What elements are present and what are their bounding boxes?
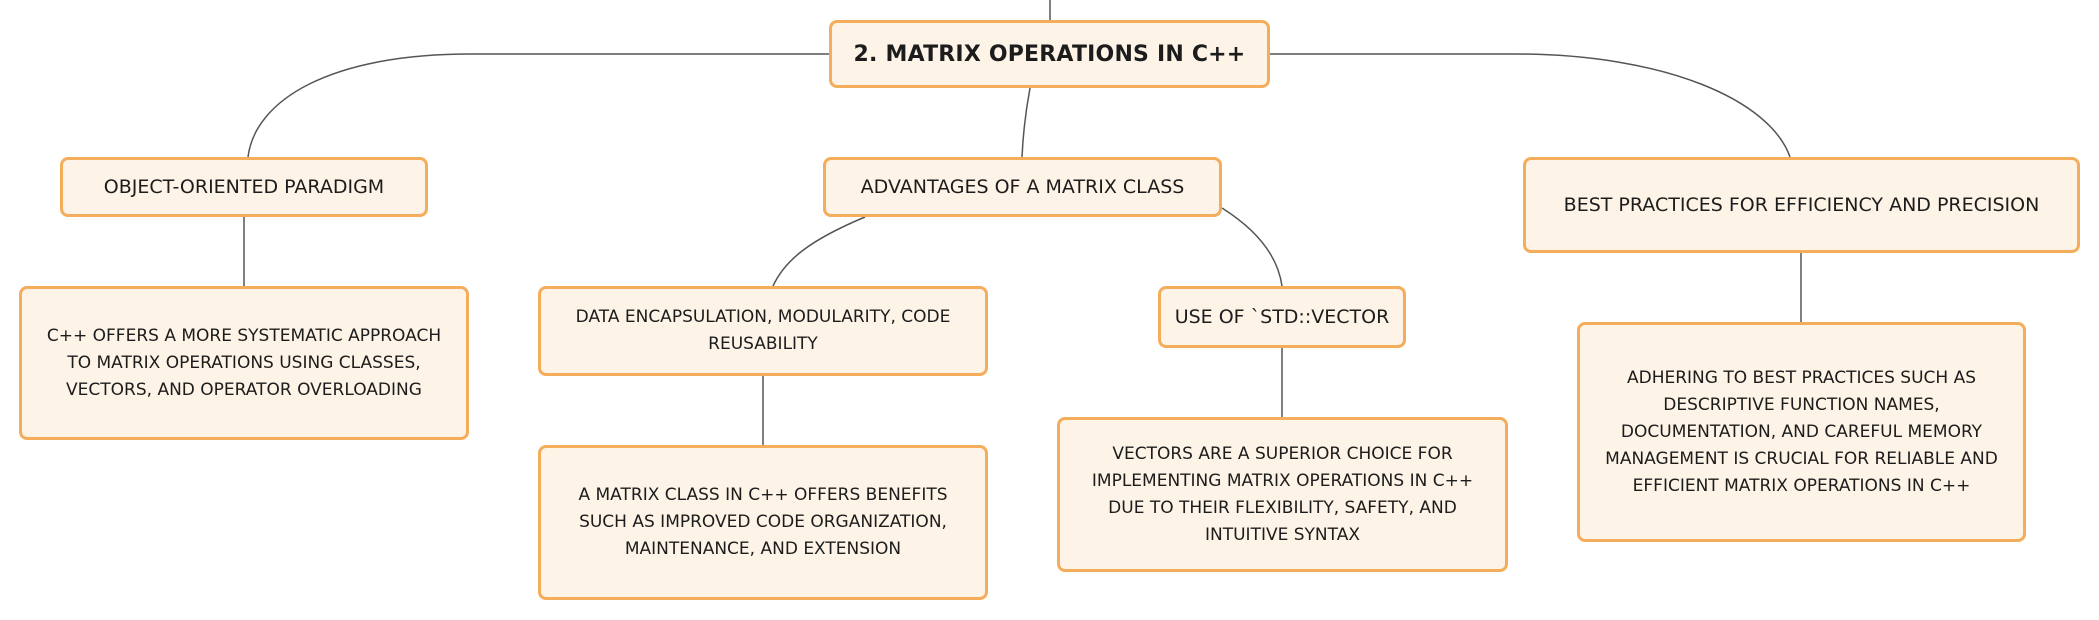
detail-node-best-practices[interactable]: ADHERING TO BEST PRACTICES SUCH AS DESCR… [1577, 322, 2026, 542]
detail-node-vector[interactable]: VECTORS ARE A SUPERIOR CHOICE FOR IMPLEM… [1057, 417, 1508, 572]
connector-advantages-encapsulation [772, 216, 866, 287]
branch-node-advantages-label: ADVANTAGES OF A MATRIX CLASS [860, 176, 1185, 198]
sub-node-vector[interactable]: USE OF `STD::VECTOR [1158, 286, 1406, 348]
detail-node-encapsulation-text: A MATRIX CLASS IN C++ OFFERS BENEFITS SU… [578, 485, 948, 559]
sub-node-vector-label: USE OF `STD::VECTOR [1174, 306, 1390, 328]
sub-node-encapsulation-label: DATA ENCAPSULATION, MODULARITY, CODE REU… [575, 307, 951, 354]
detail-node-oop-text: C++ OFFERS A MORE SYSTEMATIC APPROACH TO… [46, 325, 442, 400]
branch-node-best-practices-label: BEST PRACTICES FOR EFFICIENCY AND PRECIS… [1563, 194, 2040, 216]
detail-node-encapsulation[interactable]: A MATRIX CLASS IN C++ OFFERS BENEFITS SU… [538, 445, 988, 600]
connector-advantages-vector [1221, 207, 1283, 287]
connector-root-oop [247, 53, 829, 158]
sub-node-encapsulation[interactable]: DATA ENCAPSULATION, MODULARITY, CODE REU… [538, 286, 988, 376]
branch-node-best-practices[interactable]: BEST PRACTICES FOR EFFICIENCY AND PRECIS… [1523, 157, 2080, 253]
detail-node-best-practices-text: ADHERING TO BEST PRACTICES SUCH AS DESCR… [1605, 367, 1998, 496]
detail-node-vector-text: VECTORS ARE A SUPERIOR CHOICE FOR IMPLEM… [1091, 443, 1474, 545]
root-node[interactable]: 2. MATRIX OPERATIONS IN C++ [829, 20, 1270, 88]
branch-node-oop[interactable]: OBJECT-ORIENTED PARADIGM [60, 157, 428, 217]
root-node-label: 2. MATRIX OPERATIONS IN C++ [853, 41, 1246, 67]
connector-root-advantages [1021, 87, 1031, 158]
detail-node-oop[interactable]: C++ OFFERS A MORE SYSTEMATIC APPROACH TO… [19, 286, 469, 440]
connector-root-best [1270, 53, 1791, 158]
branch-node-oop-label: OBJECT-ORIENTED PARADIGM [103, 176, 385, 198]
branch-node-advantages[interactable]: ADVANTAGES OF A MATRIX CLASS [823, 157, 1222, 217]
